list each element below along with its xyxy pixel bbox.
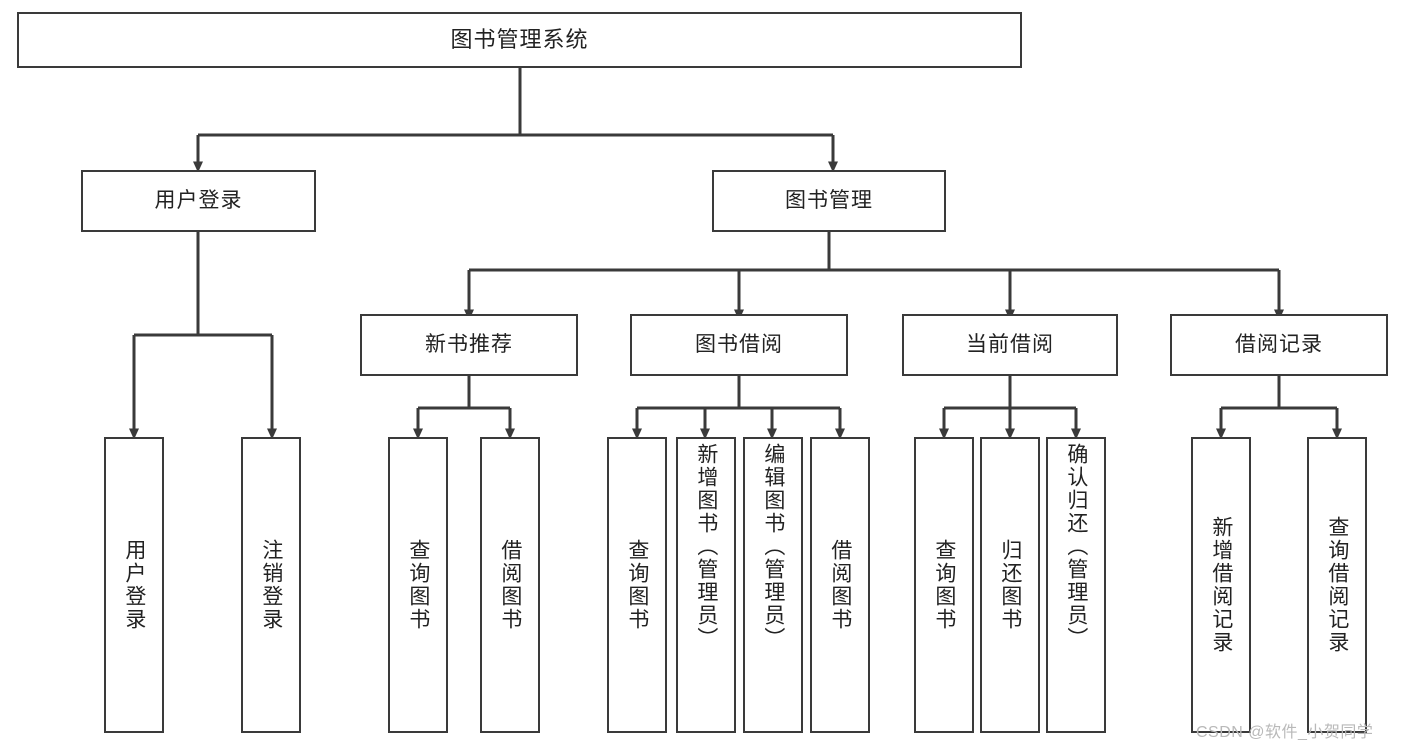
node-leaf-edit-book[interactable]: 编辑图书（管理员） — [743, 437, 803, 733]
node-book-borrow-label: 图书借阅 — [695, 333, 783, 357]
node-leaf-query-book-1-label: 查询图书 — [406, 539, 430, 631]
node-current-borrow[interactable]: 当前借阅 — [902, 314, 1118, 376]
node-root[interactable]: 图书管理系统 — [17, 12, 1022, 68]
node-leaf-confirm-return-label: 确认归还（管理员） — [1064, 443, 1088, 650]
node-leaf-query-record[interactable]: 查询借阅记录 — [1307, 437, 1367, 733]
node-user-login-label: 用户登录 — [154, 189, 243, 213]
node-leaf-user-login-label: 用户登录 — [122, 539, 146, 631]
node-leaf-query-book-2[interactable]: 查询图书 — [607, 437, 667, 733]
node-leaf-user-logout[interactable]: 注销登录 — [241, 437, 301, 733]
node-user-login[interactable]: 用户登录 — [81, 170, 316, 232]
node-book-borrow[interactable]: 图书借阅 — [630, 314, 848, 376]
node-leaf-edit-book-label: 编辑图书（管理员） — [761, 443, 785, 650]
node-current-borrow-label: 当前借阅 — [966, 333, 1054, 357]
node-leaf-return-book-label: 归还图书 — [998, 539, 1022, 631]
node-borrow-record-label: 借阅记录 — [1235, 333, 1323, 357]
csdn-watermark: CSDN @软件_小贺同学 — [1196, 724, 1374, 741]
node-leaf-query-book-3-label: 查询图书 — [932, 539, 956, 631]
node-leaf-add-record-label: 新增借阅记录 — [1209, 516, 1233, 654]
node-leaf-return-book[interactable]: 归还图书 — [980, 437, 1040, 733]
node-book-manage[interactable]: 图书管理 — [712, 170, 946, 232]
node-root-label: 图书管理系统 — [450, 26, 589, 52]
node-new-book-recommend-label: 新书推荐 — [425, 333, 513, 357]
node-leaf-query-book-2-label: 查询图书 — [625, 539, 649, 631]
node-book-manage-label: 图书管理 — [785, 189, 873, 213]
node-leaf-borrow-book-1-label: 借阅图书 — [498, 539, 522, 631]
node-leaf-add-book-label: 新增图书（管理员） — [694, 443, 718, 650]
node-leaf-query-book-3[interactable]: 查询图书 — [914, 437, 974, 733]
node-new-book-recommend[interactable]: 新书推荐 — [360, 314, 578, 376]
node-leaf-borrow-book-1[interactable]: 借阅图书 — [480, 437, 540, 733]
node-leaf-query-record-label: 查询借阅记录 — [1325, 516, 1349, 654]
node-leaf-confirm-return[interactable]: 确认归还（管理员） — [1046, 437, 1106, 733]
node-leaf-borrow-book-2-label: 借阅图书 — [828, 539, 852, 631]
node-borrow-record[interactable]: 借阅记录 — [1170, 314, 1388, 376]
node-leaf-add-record[interactable]: 新增借阅记录 — [1191, 437, 1251, 733]
node-leaf-borrow-book-2[interactable]: 借阅图书 — [810, 437, 870, 733]
node-leaf-user-logout-label: 注销登录 — [259, 539, 283, 631]
node-leaf-add-book[interactable]: 新增图书（管理员） — [676, 437, 736, 733]
node-leaf-user-login[interactable]: 用户登录 — [104, 437, 164, 733]
node-leaf-query-book-1[interactable]: 查询图书 — [388, 437, 448, 733]
